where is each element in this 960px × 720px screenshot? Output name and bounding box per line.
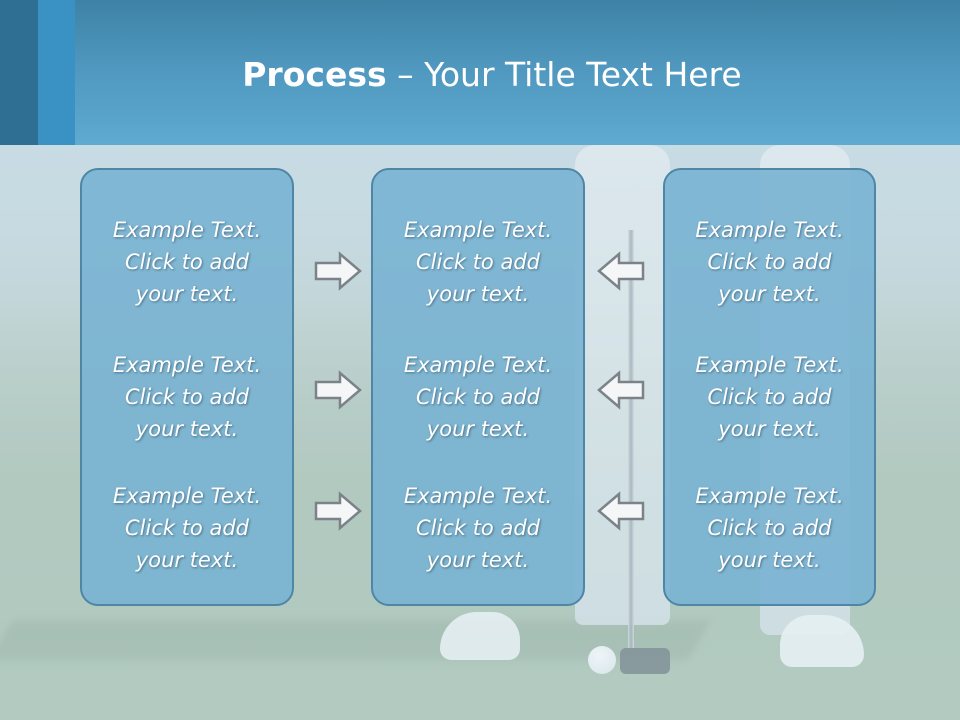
placeholder-text[interactable]: Example Text. Click to add your text. xyxy=(112,484,262,572)
title-bold: Process xyxy=(242,55,387,94)
process-box-right[interactable]: Example Text. Click to add your text. Ex… xyxy=(663,168,876,606)
placeholder-text[interactable]: Example Text. Click to add your text. xyxy=(112,218,262,306)
header-band: Process – Your Title Text Here xyxy=(0,0,960,145)
left-arrow-icon xyxy=(597,370,645,410)
header-accent-strip xyxy=(0,0,38,145)
right-arrow-icon xyxy=(314,251,362,291)
placeholder-text[interactable]: Example Text. Click to add your text. xyxy=(695,484,844,572)
placeholder-text[interactable]: Example Text. Click to add your text. xyxy=(403,218,553,306)
placeholder-text[interactable]: Example Text. Click to add your text. xyxy=(695,353,844,441)
process-box-left[interactable]: Example Text. Click to add your text. Ex… xyxy=(80,168,294,606)
slide-title[interactable]: Process – Your Title Text Here xyxy=(0,52,960,98)
header-accent-strip xyxy=(38,0,75,145)
golf-ball xyxy=(588,646,616,674)
title-rest: – Your Title Text Here xyxy=(386,55,742,94)
placeholder-text[interactable]: Example Text. Click to add your text. xyxy=(695,218,844,306)
placeholder-text[interactable]: Example Text. Click to add your text. xyxy=(403,484,553,572)
right-arrow-icon xyxy=(314,370,362,410)
left-arrow-icon xyxy=(597,251,645,291)
right-arrow-icon xyxy=(314,491,362,531)
placeholder-text[interactable]: Example Text. Click to add your text. xyxy=(112,353,262,441)
placeholder-text[interactable]: Example Text. Click to add your text. xyxy=(403,353,553,441)
left-arrow-icon xyxy=(597,491,645,531)
process-box-center[interactable]: Example Text. Click to add your text. Ex… xyxy=(371,168,585,606)
